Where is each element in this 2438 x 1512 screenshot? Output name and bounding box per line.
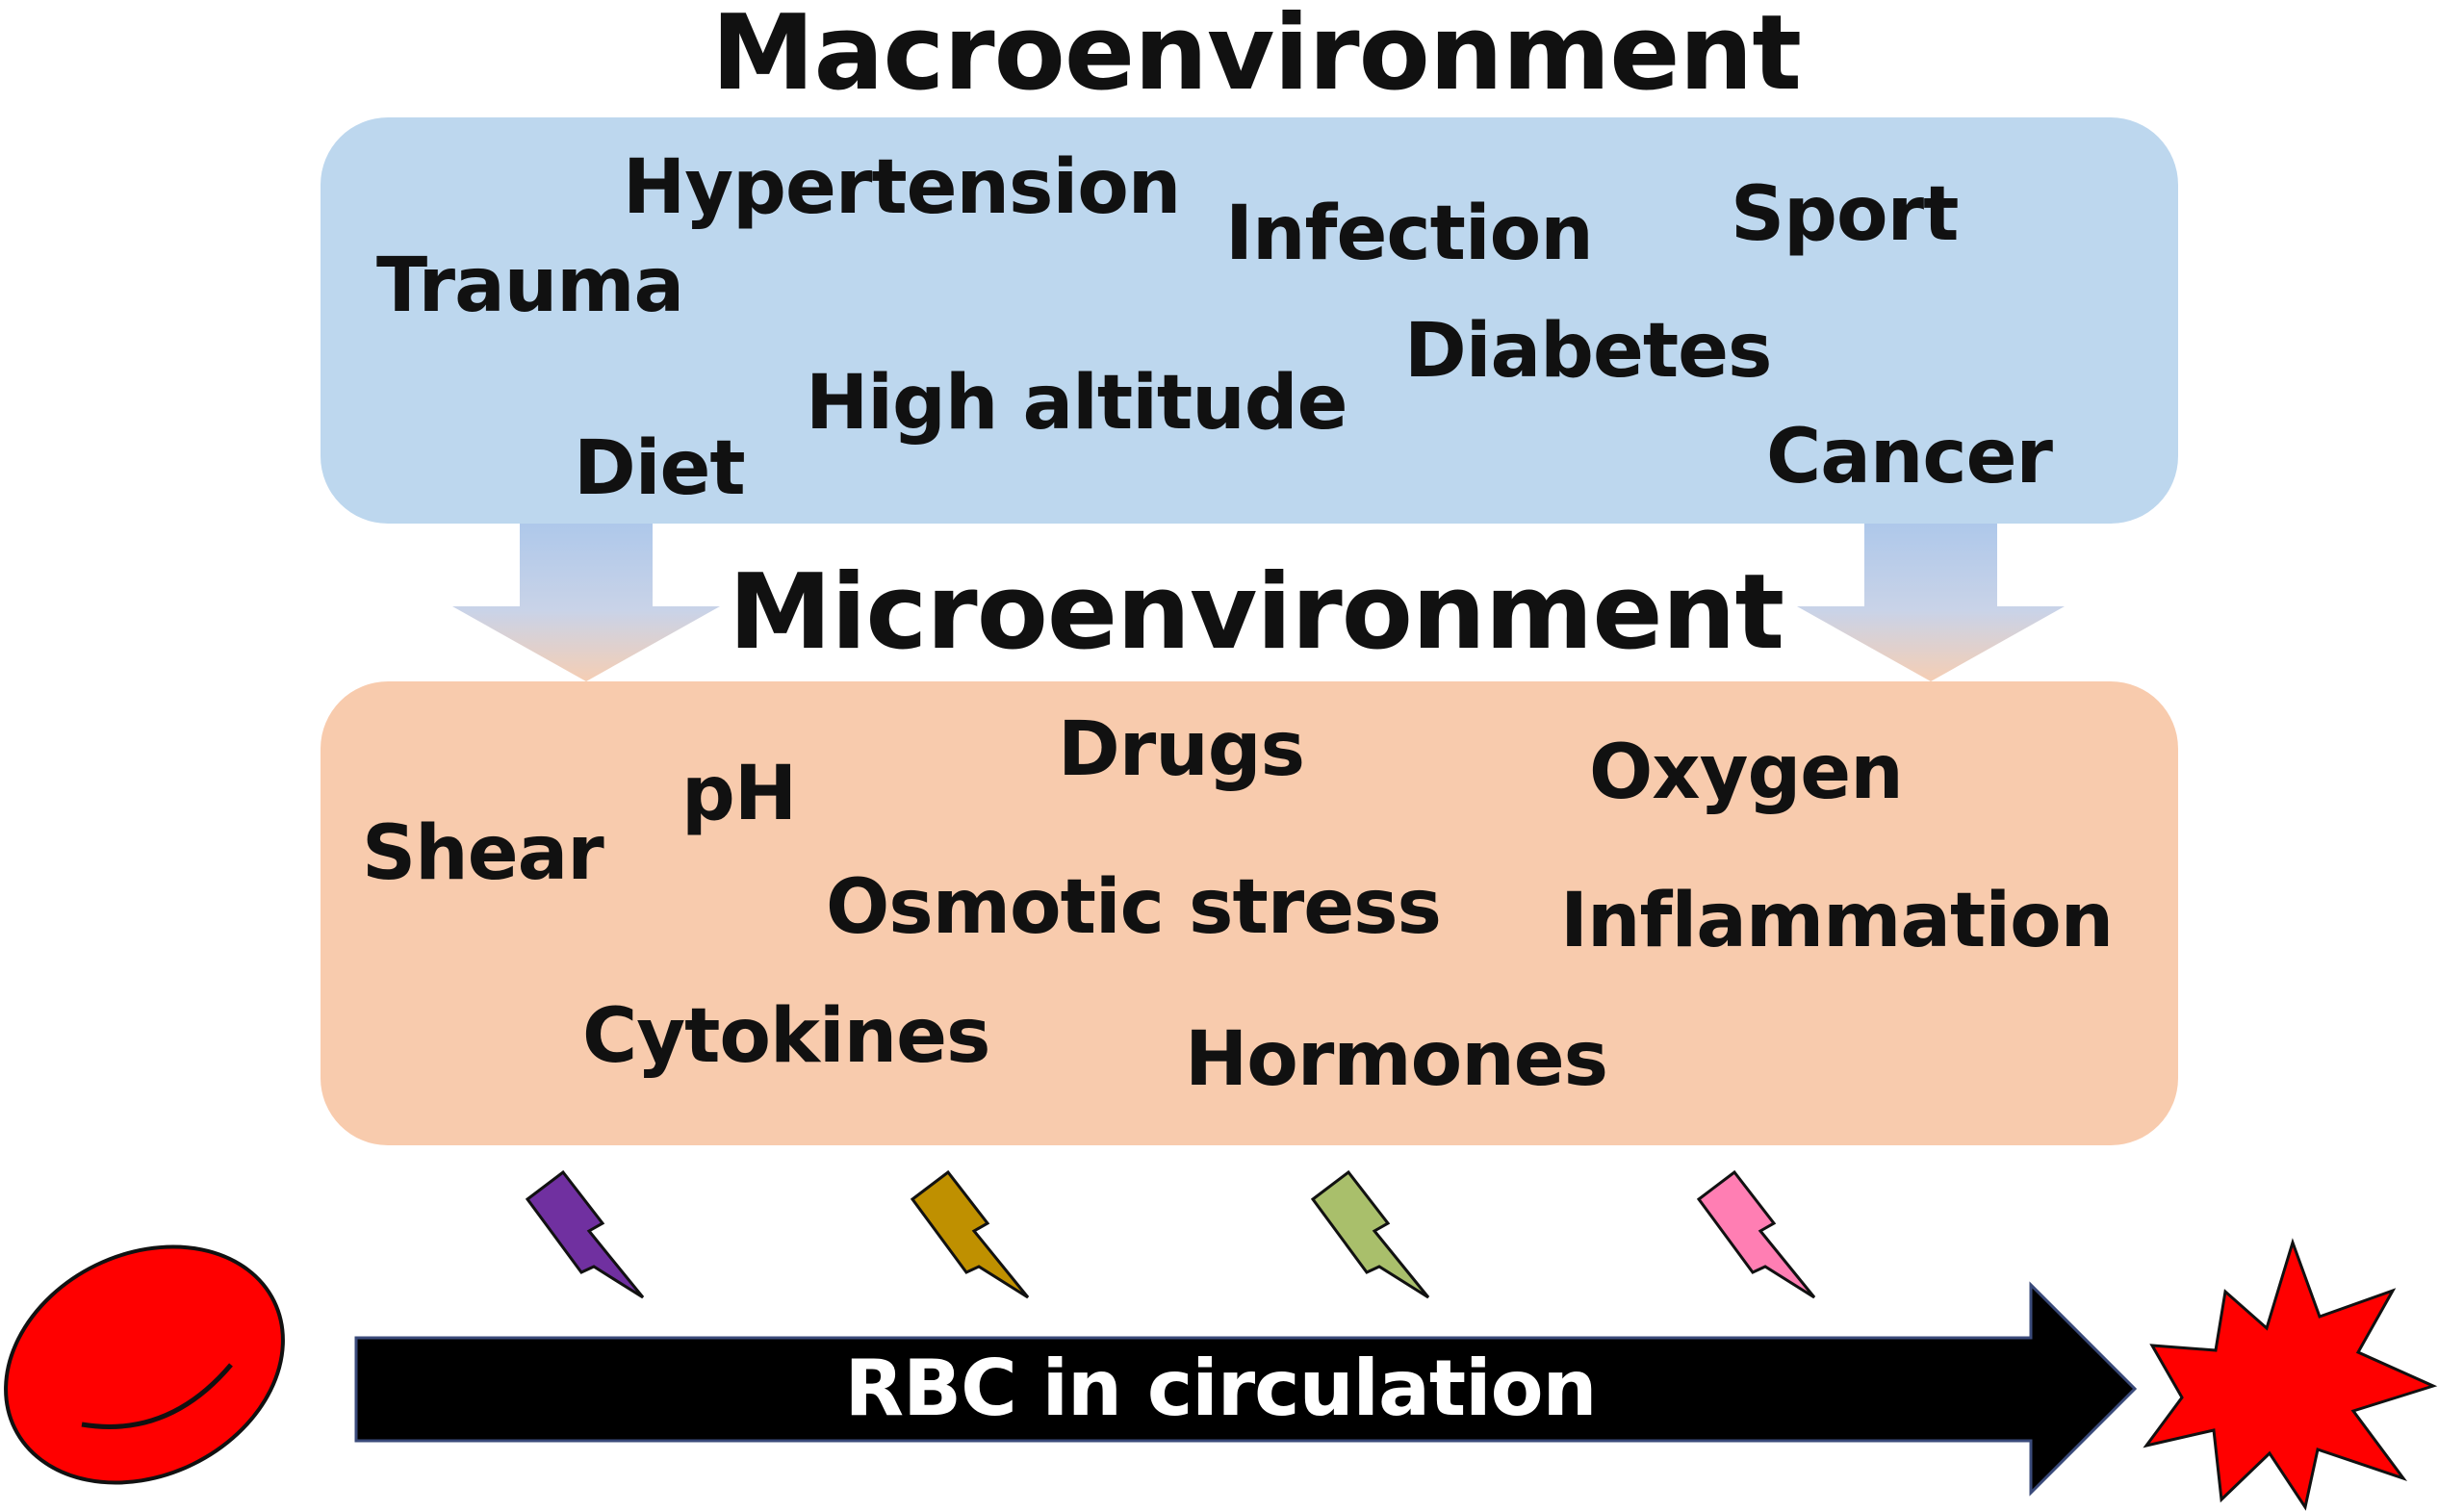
macroenvironment-title: Macroenvironment: [710, 0, 1802, 114]
micro-factor: Inflammation: [1560, 878, 2114, 964]
macro-factor: Trauma: [376, 243, 684, 329]
circulation-label: RBC in circulation: [844, 1344, 1597, 1433]
microenvironment-box: Drugs pH Shear Oxygen Osmotic stress Inf…: [321, 681, 2178, 1145]
micro-factor: Osmotic stress: [826, 864, 1442, 951]
micro-factor: Hormones: [1185, 1016, 1608, 1103]
micro-factor: pH: [681, 751, 797, 837]
down-arrow-left: [452, 524, 720, 681]
macroenvironment-box: Hypertension Trauma Infection Sport Diab…: [321, 117, 2178, 524]
micro-factor: Oxygen: [1589, 730, 1904, 816]
macro-factor: Sport: [1731, 171, 1959, 258]
lightning-bolt-icon: [1696, 1169, 1816, 1299]
down-arrow-right: [1797, 524, 2065, 681]
macro-factor: Hypertension: [623, 144, 1181, 231]
micro-factor: Cytokines: [582, 993, 990, 1080]
macro-factor: Infection: [1225, 191, 1594, 277]
micro-factor: Drugs: [1058, 706, 1305, 793]
circulation-arrow: [354, 1281, 2138, 1497]
lightning-bolt-icon: [910, 1169, 1030, 1299]
macro-factor: Diabetes: [1404, 308, 1772, 395]
micro-factor: Shear: [362, 810, 604, 897]
macro-factor: High altitude: [806, 360, 1347, 447]
lightning-bolt-icon: [1310, 1169, 1430, 1299]
macro-factor: Cancer: [1766, 414, 2053, 500]
red-blood-cell-icon: [4, 1244, 285, 1485]
microenvironment-title: Microenvironment: [728, 552, 1784, 673]
rupture-burst-icon: [2143, 1238, 2438, 1511]
macro-factor: Diet: [574, 425, 746, 512]
lightning-bolt-icon: [525, 1169, 645, 1299]
